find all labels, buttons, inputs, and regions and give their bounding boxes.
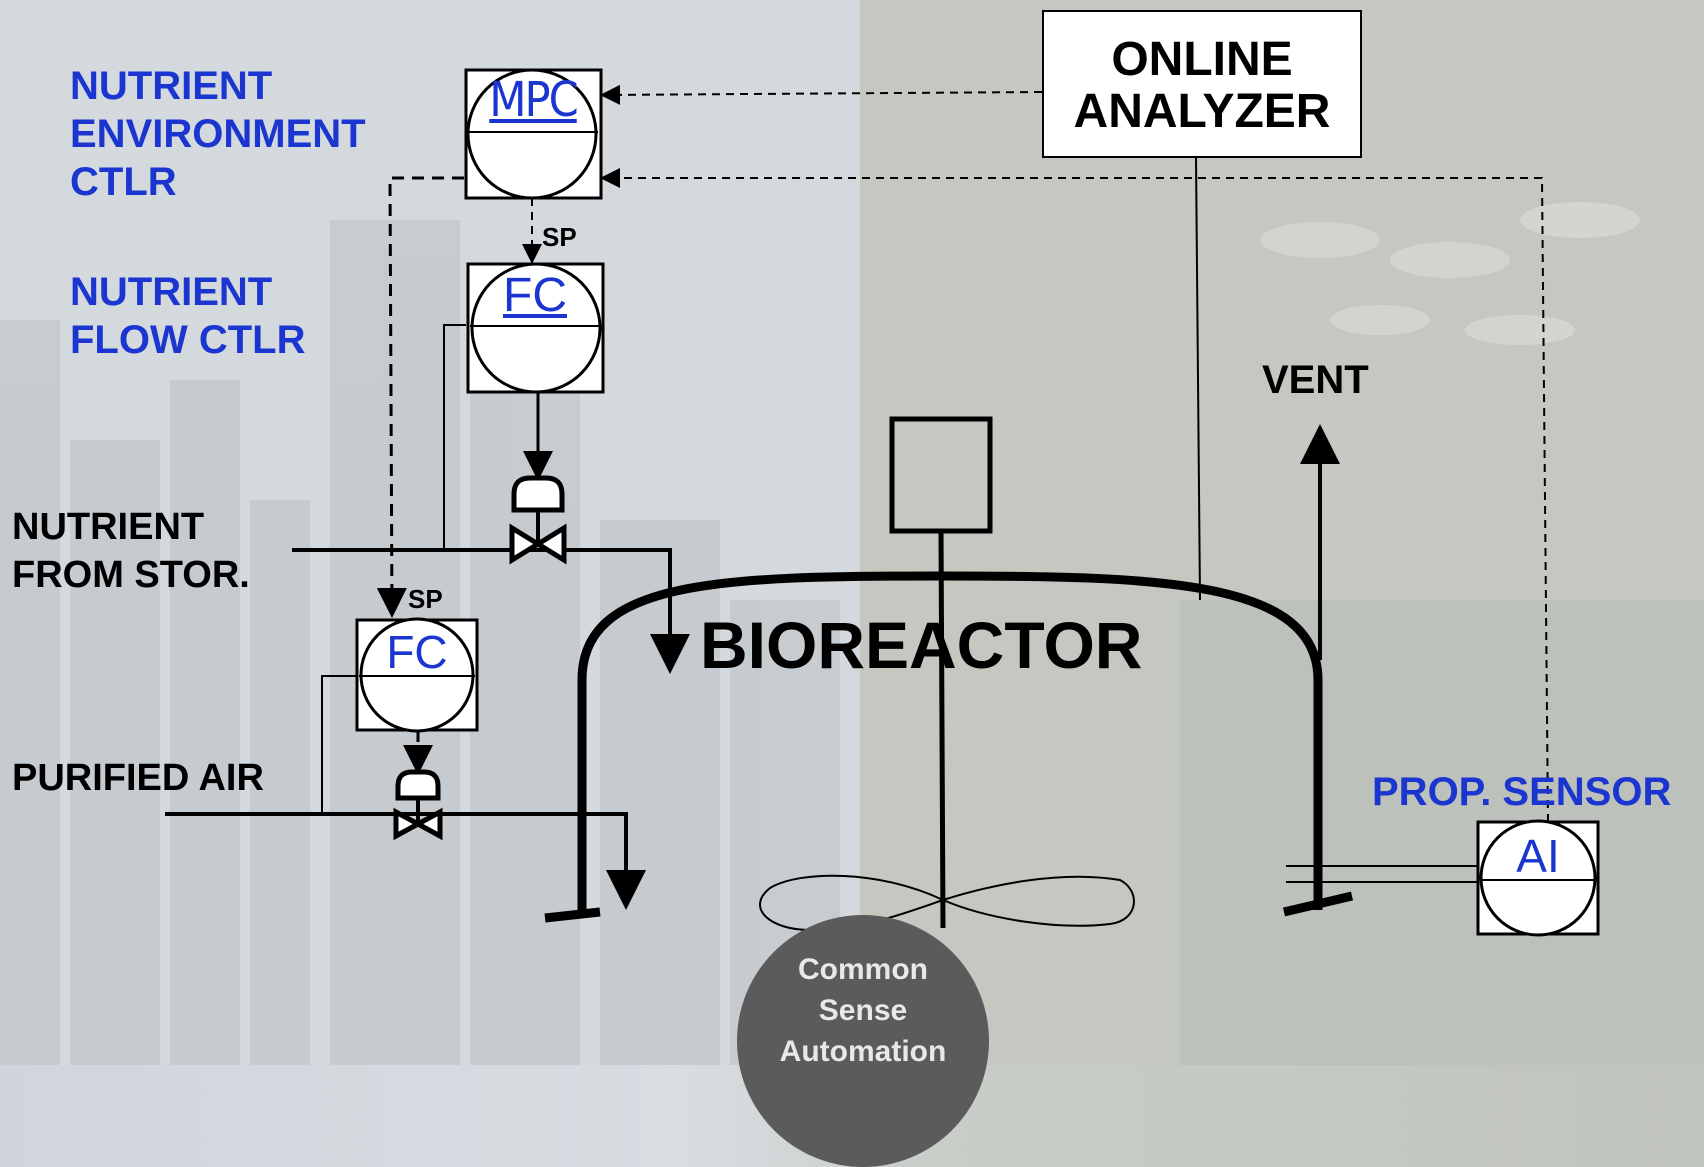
ai-to-mpc-signal [602,178,1548,822]
nutrient-fc-measurement [444,325,466,550]
agitator-motor [892,419,990,531]
air-valve[interactable] [396,772,440,836]
agitator-impeller [760,876,1134,930]
nutrient-flow-ctlr-label: NUTRIENT FLOW CTLR [70,268,306,364]
air-sp-label: SP [408,584,443,614]
bioreactor-label: BIOREACTOR [700,612,1142,678]
nutrient-pipe [292,550,670,670]
mpc-tag: MPC [481,76,585,124]
analyzer-sample-line [1196,158,1200,600]
online-analyzer-box[interactable]: ONLINE ANALYZER [1042,10,1362,158]
common-sense-automation-logo: Common Sense Automation [737,915,989,1167]
nutrient-from-stor-label: NUTRIENT FROM STOR. [12,503,250,599]
nutrient-valve[interactable] [512,478,564,560]
nutrient-sp-label: SP [542,222,577,252]
agitator-shaft [941,531,943,928]
purified-air-label: PURIFIED AIR [12,754,264,802]
air-fc-measurement [322,676,360,812]
nutrient-env-ctlr-label: NUTRIENT ENVIRONMENT CTLR [70,62,366,206]
air-fc-tag: FC [367,628,467,676]
nutrient-fc-tag: FC [483,272,587,320]
prop-sensor-label: PROP. SENSOR [1372,768,1671,816]
analyzer-to-mpc-signal [602,92,1042,95]
ai-tag: AI [1488,832,1588,880]
vent-label: VENT [1262,356,1369,404]
